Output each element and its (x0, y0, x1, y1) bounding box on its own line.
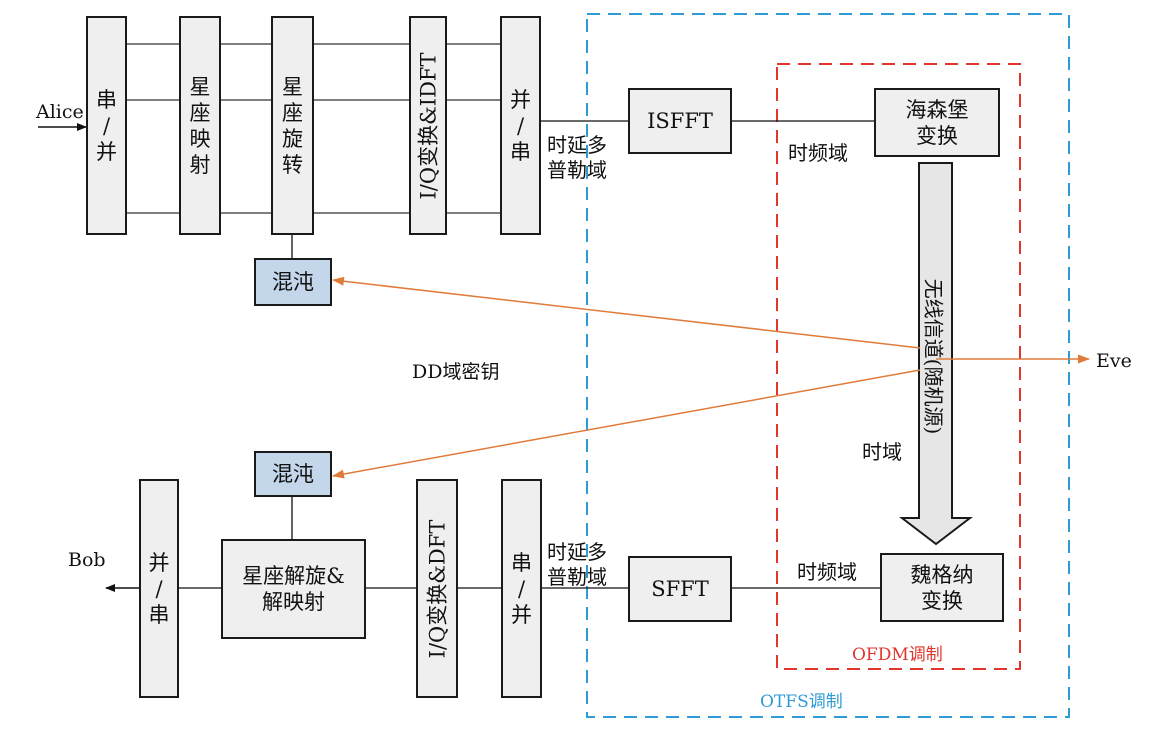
constellation-mapping-block: 星座 映射 (179, 16, 221, 235)
key-arrow-bob (332, 369, 921, 479)
iq-dft-label: I/Q变换&DFT (425, 519, 450, 658)
bob-label: Bob (68, 549, 106, 571)
iq-idft-label: I/Q变换&IDFT (416, 52, 440, 199)
dd-key-label: DD域密钥 (412, 361, 500, 383)
rx-chaos-block: 混沌 (254, 451, 332, 497)
constellation-rotation-block: 星座 旋转 (271, 16, 314, 235)
time-frequency-label-top: 时频域 (788, 141, 848, 165)
isfft-block: ISFFT (628, 88, 732, 154)
eve-label: Eve (1096, 350, 1132, 372)
otfs-modulation-label: OTFS调制 (760, 692, 843, 712)
derotation-demapping-block: 星座解旋& 解映射 (221, 539, 366, 639)
alice-label: Alice (36, 101, 84, 123)
tx-serial-parallel-block: 串 / 并 (86, 16, 127, 235)
iq-idft-block: I/Q变换&IDFT (409, 16, 447, 235)
tx-parallel-serial-block: 并 / 串 (500, 16, 541, 235)
tx-chaos-block: 混沌 (254, 258, 332, 306)
key-arrow-alice (332, 276, 921, 349)
rx-serial-parallel-block: 串 / 并 (501, 479, 542, 698)
heisenberg-transform-block: 海森堡 变换 (874, 88, 1000, 157)
rx-parallel-serial-block: 并 / 串 (139, 479, 179, 698)
delay-doppler-label-top: 时延多 普勒域 (547, 133, 607, 182)
time-frequency-label-bottom: 时频域 (797, 560, 857, 584)
delay-doppler-label-bottom: 时延多 普勒域 (547, 540, 607, 589)
otfs-region-border (586, 13, 1070, 718)
time-domain-label: 时域 (862, 440, 902, 464)
channel-arrow (899, 162, 973, 546)
ofdm-region-border (776, 63, 1021, 670)
wigner-transform-block: 魏格纳 变换 (880, 553, 1004, 622)
sfft-block: SFFT (628, 556, 732, 622)
ofdm-modulation-label: OFDM调制 (852, 645, 943, 665)
wireless-channel-label: 无线信道(随机源) (921, 278, 946, 435)
iq-dft-block: I/Q变换&DFT (416, 479, 458, 698)
